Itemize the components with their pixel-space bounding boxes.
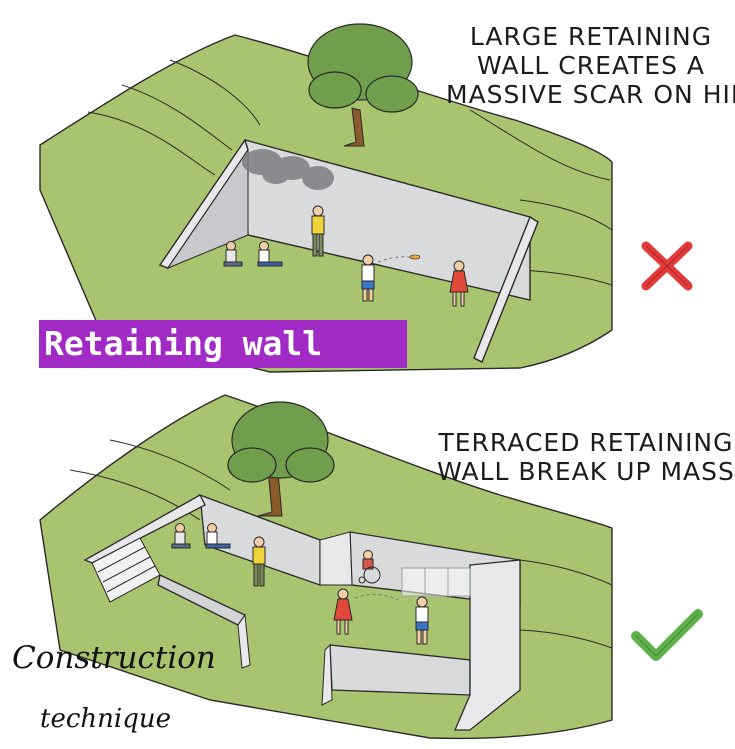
- top-tree-icon: [307, 23, 419, 147]
- person-sitting-3: [171, 523, 191, 549]
- bottom-caption: TERRACED RETAINING WALL BREAK UP MASS: [436, 428, 735, 486]
- top-caption: LARGE RETAINING WALL CREATES A MASSIVE S…: [446, 22, 735, 109]
- bottom-scene: [39, 394, 613, 740]
- green-check-icon: [631, 609, 703, 661]
- top-right-wall: [473, 215, 539, 363]
- frisbee-icon: [409, 254, 421, 260]
- person-red-dress-2: [333, 588, 353, 635]
- top-people: [223, 205, 469, 307]
- green-check-icon-outline: [635, 613, 699, 657]
- retaining-wall-banner: Retaining wall: [39, 320, 407, 368]
- red-cross-icon-outline: [645, 245, 689, 287]
- person-sitting-1: [223, 241, 243, 267]
- bottom-caption-line-2: WALL BREAK UP MASS: [437, 457, 735, 486]
- person-standing-yellow: [311, 205, 325, 257]
- person-sitting-2: [257, 241, 283, 267]
- watermark-line-1: Construction: [12, 640, 216, 676]
- person-throwing-2: [415, 596, 429, 645]
- bottom-caption-line-1: TERRACED RETAINING: [438, 428, 734, 457]
- person-throwing: [361, 254, 375, 302]
- top-caption-line-3: MASSIVE SCAR ON HILL: [446, 80, 735, 109]
- person-red-dress: [449, 260, 469, 307]
- bottom-tree-icon: [227, 401, 335, 517]
- top-caption-line-2: WALL CREATES A: [476, 51, 706, 80]
- watermark-line-2: technique: [40, 704, 171, 734]
- bottom-people: [171, 523, 429, 645]
- top-caption-line-1: LARGE RETAINING: [469, 22, 713, 51]
- glass-railing: [401, 567, 471, 597]
- wheelchair-user-icon: [358, 550, 381, 584]
- person-sitting-4: [205, 523, 231, 549]
- top-scene: [39, 23, 613, 373]
- graffiti-smudge: [242, 149, 334, 190]
- person-standing-yellow-2: [252, 536, 266, 587]
- ramp: [454, 559, 521, 731]
